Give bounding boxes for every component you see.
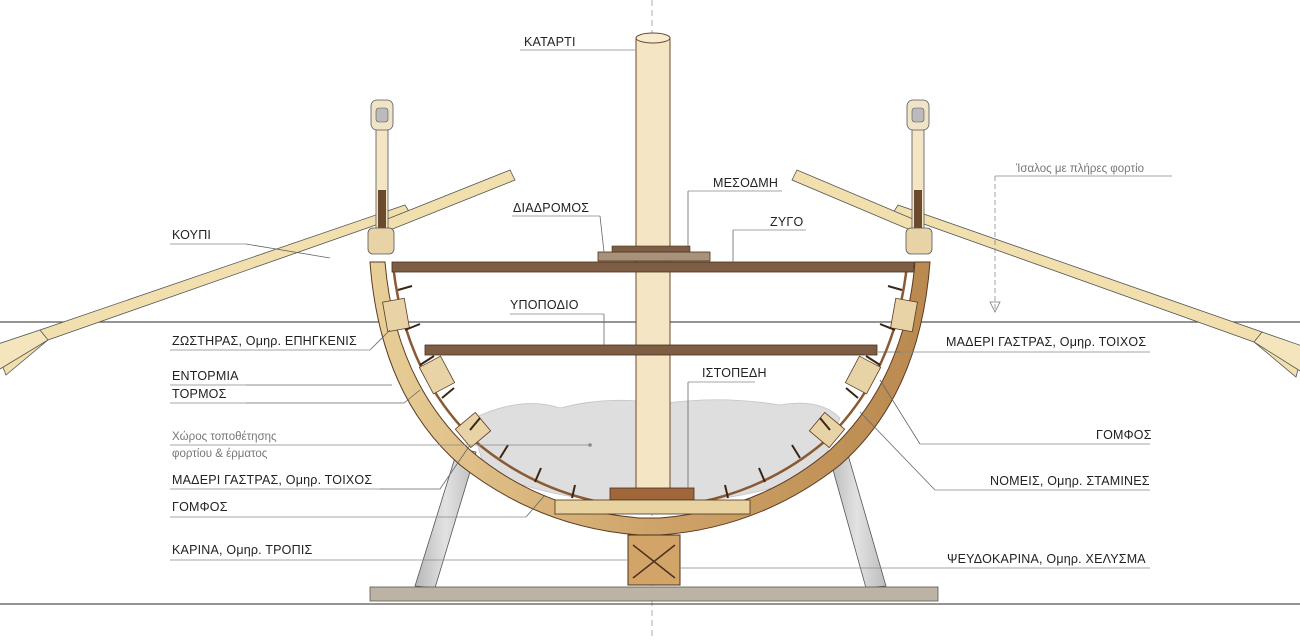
label-frames: ΝΟΜΕΙΣ, Ομηρ. ΣΤΑΜΙΝΕΣ [990,474,1150,488]
beams [391,245,915,356]
label-cargo-space-2: φορτίου & έρματος [172,448,268,460]
cargo-marker-dot [588,443,592,447]
oarlock-posts [367,99,933,255]
label-mast-step: ΙΣΤΟΠΕΔΗ [702,366,767,380]
label-thwart: ΖΥΓΟ [770,215,803,229]
label-keel: ΚΑΡΙΝΑ, Ομηρ. ΤΡΟΠΙΣ [172,543,312,557]
left-oar [0,169,516,376]
labels: ΚΑΤΑΡΤΙ Ίσαλος με πλήρες φορτίο ΚΟΥΠΙ ΔΙ… [172,35,1152,566]
label-tenon: ΤΟΡΜΟΣ [172,387,227,401]
label-mast-partner: ΜΕΣΟΔΜΗ [713,176,778,190]
label-cargo-space-1: Χώρος τοποθέτησης [172,431,277,443]
label-mortise: ΕΝΤΟΡΜΙΑ [172,369,239,383]
label-mast: ΚΑΤΑΡΤΙ [524,35,576,49]
label-footrest: ΥΠΟΠΟΔΙΟ [510,298,579,312]
label-hull-plank-right: ΜΑΔΕΡΙ ΓΑΣΤΡΑΣ, Ομηρ. ΤΟΙΧΟΣ [946,335,1146,349]
label-oar: ΚΟΥΠΙ [172,228,211,242]
hull-stands [369,447,939,602]
label-hull-plank-left: ΜΑΔΕΡΙ ΓΑΣΤΡΑΣ, Ομηρ. ΤΟΙΧΟΣ [172,473,372,487]
label-false-keel: ΨΕΥΔΟΚΑΡΙΝΑ, Ομηρ. ΧΕΛΥΣΜΑ [947,552,1146,566]
label-waterline: Ίσαλος με πλήρες φορτίο [1015,163,1144,175]
label-gangway: ΔΙΑΔΡΟΜΟΣ [513,201,589,215]
leader-lines [170,49,1150,569]
label-dowel-left: ΓΟΜΦΟΣ [172,500,228,514]
label-wale: ΖΩΣΤΗΡΑΣ, Ομηρ. ΕΠΗΓΚΕΝΙΣ [172,334,357,348]
waterline-marker-icon [989,301,1001,313]
hull-shell [369,261,931,536]
label-dowel-right: ΓΟΜΦΟΣ [1096,428,1152,442]
keel-assembly [554,487,751,586]
